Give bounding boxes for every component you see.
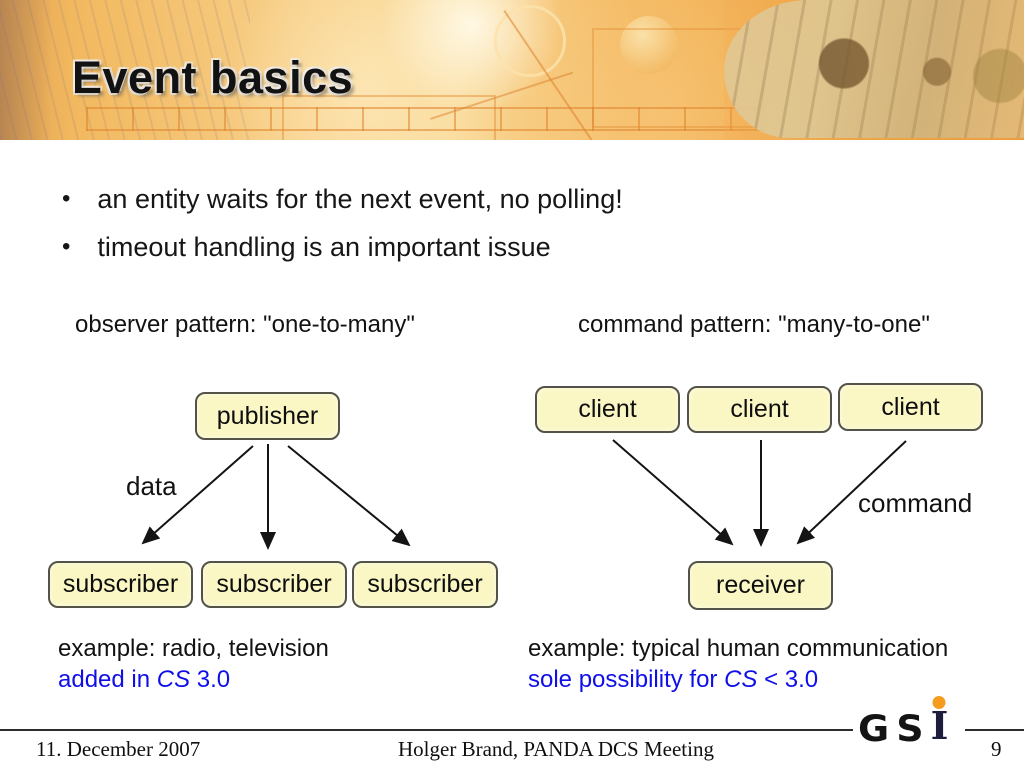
bullet-item: • timeout handling is an important issue [62,231,623,263]
slide-header: Event basics [0,0,1024,140]
bullet-item: • an entity waits for the next event, no… [62,183,623,215]
header-photo-tint [724,0,1024,140]
client-node: client [838,383,983,431]
header-decoration-circle-filled [620,16,678,74]
observer-example-text: example: radio, television [58,635,329,662]
subscriber-node: subscriber [201,561,347,608]
footer-author: Holger Brand, PANDA DCS Meeting [398,737,714,761]
gsi-logo: G S I [853,696,965,750]
gsi-logo-dot-icon [932,696,946,709]
bullet-text: timeout handling is an important issue [97,232,551,262]
receiver-node: receiver [688,561,833,610]
header-decoration-circle-outline [494,5,566,77]
observer-example: example: radio, television added in CS 3… [58,633,329,695]
command-edge-label: command [858,488,973,518]
observer-version-note: added in CS 3.0 [58,666,231,693]
gsi-logo-letter-i-wrap: I [931,696,948,745]
arrow-publisher-subscriber3 [287,445,411,547]
bullet-marker: • [62,233,71,260]
command-version-note: sole possibility for CS < 3.0 [528,666,819,693]
publisher-node: publisher [195,392,340,440]
client-node: client [535,386,680,433]
bullet-marker: • [62,185,71,212]
command-example: example: typical human communication sol… [528,633,948,695]
subscriber-node: subscriber [48,561,193,608]
page-number: 9 [991,737,1002,761]
bullet-list: • an entity waits for the next event, no… [62,183,623,279]
slide-title: Event basics [72,52,354,103]
gsi-logo-letter-g: G [858,707,890,750]
header-decoration-band [0,0,52,140]
footer-date: 11. December 2007 [36,737,201,761]
header-decoration-chain [86,107,766,131]
command-pattern-caption: command pattern: "many-to-one" [578,311,930,338]
observer-pattern-caption: observer pattern: "one-to-many" [75,311,415,338]
footer-divider [0,729,1024,731]
data-edge-label: data [126,471,177,501]
header-accelerator-photo [724,0,1024,138]
subscriber-node: subscriber [352,561,498,608]
client-node: client [687,386,832,433]
command-example-text: example: typical human communication [528,635,949,662]
gsi-logo-letter-s: S [896,707,924,750]
gsi-logo-letter-i: I [930,703,949,748]
arrow-client1-receiver [612,439,734,546]
bullet-text: an entity waits for the next event, no p… [97,184,623,214]
